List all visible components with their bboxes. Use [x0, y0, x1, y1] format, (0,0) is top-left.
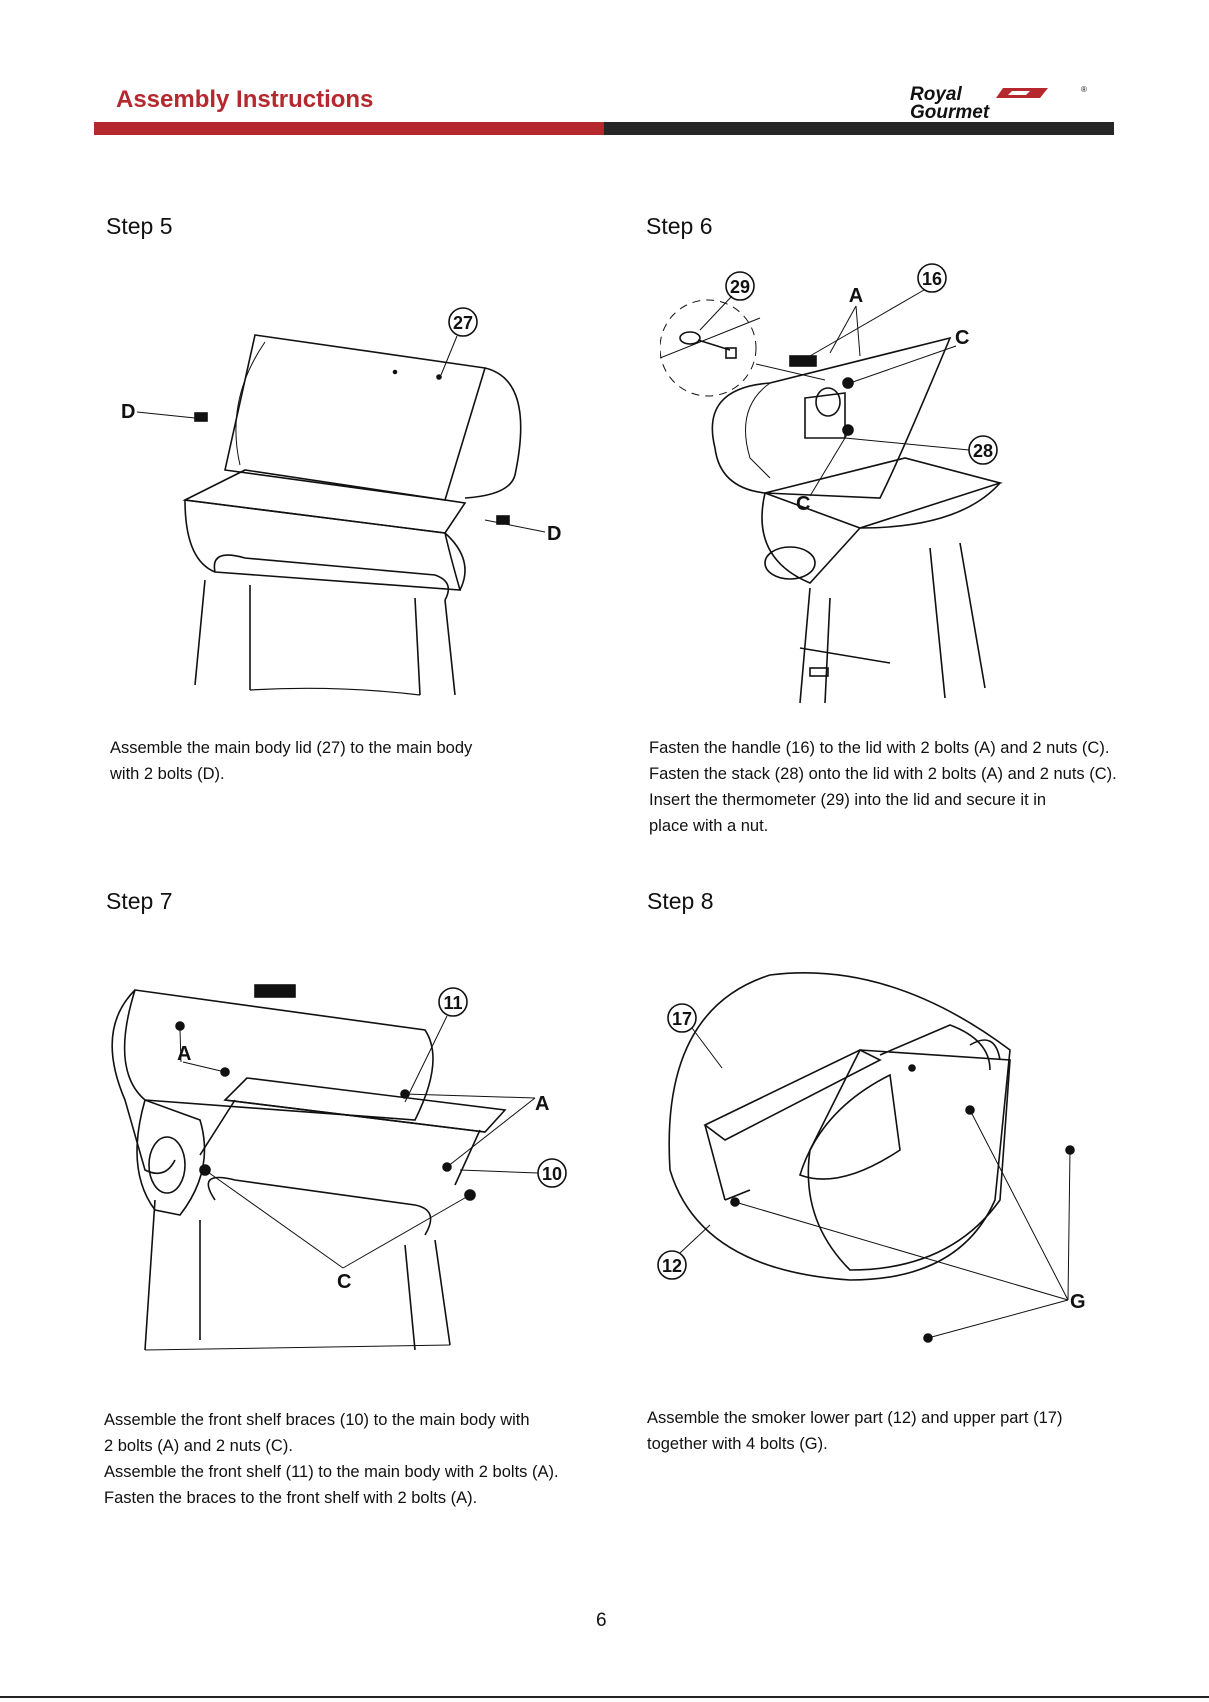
step-6-callout-handle: 16 [922, 269, 942, 289]
page-header-title: Assembly Instructions [116, 86, 374, 113]
step-6-illustration: 29 16 A C 28 C [660, 263, 1003, 704]
step-7-callout-bolts-right: A [535, 1093, 549, 1115]
step-8-callout-bolts: G [1070, 1291, 1086, 1313]
step-7-description: Assemble the front shelf braces (10) to … [104, 1411, 559, 1507]
step-5-callout-bolt-right: D [547, 523, 561, 545]
bottom-rule [0, 1696, 1209, 1698]
step-6-callout-nuts-bottom: C [796, 493, 810, 515]
step-7-callout-bolts-left: A [177, 1043, 191, 1065]
step-5-heading: Step 5 [106, 213, 173, 239]
step-7-callout-braces: 10 [542, 1164, 562, 1184]
step-5-callout-bolt-left: D [121, 401, 135, 423]
step-5-callout-part: 27 [453, 313, 473, 333]
svg-text:®: ® [1081, 85, 1087, 94]
header-accent-bar [94, 122, 604, 135]
step-8-description: Assemble the smoker lower part (12) and … [647, 1409, 1063, 1453]
step-7-callout-shelf: 11 [443, 993, 462, 1013]
step-8-callout-lower: 12 [662, 1256, 682, 1276]
step-7-callout-nuts: C [337, 1271, 351, 1293]
header-dark-bar [604, 122, 1114, 135]
step-8-callout-upper: 17 [672, 1009, 692, 1029]
svg-text:Royal: Royal [910, 84, 962, 105]
step-7-illustration: 11 A A 10 C [111, 984, 567, 1351]
step-8-heading: Step 8 [647, 888, 714, 914]
step-8-illustration: 17 12 G [657, 972, 1086, 1343]
brand-logo: Royal Gourmet ® [910, 84, 1087, 120]
step-6-callout-bolts: A [849, 285, 863, 307]
step-5-description: Assemble the main body lid (27) to the m… [110, 739, 473, 783]
step-6-callout-thermometer: 29 [730, 277, 750, 297]
step-6-description: Fasten the handle (16) to the lid with 2… [649, 739, 1117, 835]
page-number: 6 [596, 1610, 607, 1631]
step-7-heading: Step 7 [106, 888, 173, 914]
step-5-illustration: 27 D D [121, 307, 561, 696]
step-6-callout-stack: 28 [973, 441, 993, 461]
svg-text:Gourmet: Gourmet [910, 102, 990, 120]
step-6-callout-nuts-top: C [955, 327, 969, 349]
flame-icon [996, 88, 1048, 98]
step-6-heading: Step 6 [646, 213, 713, 239]
